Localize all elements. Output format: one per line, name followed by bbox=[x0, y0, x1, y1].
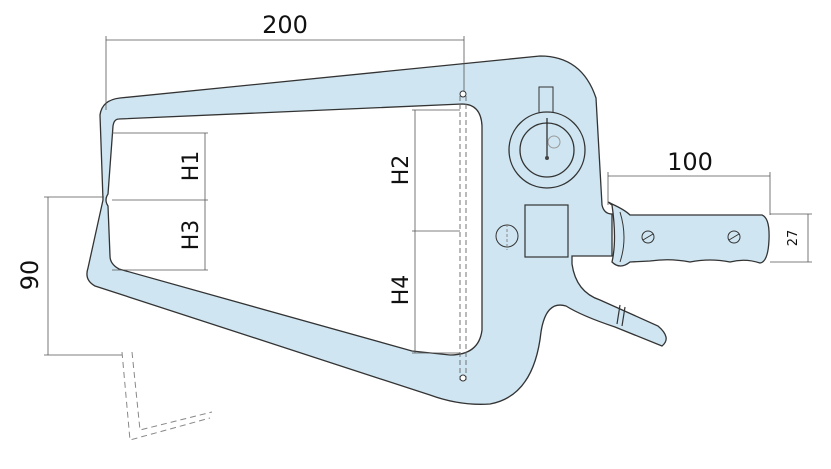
jaw-opening bbox=[105, 103, 483, 356]
dim-handle-length: 100 bbox=[667, 148, 713, 176]
label-h1: H1 bbox=[179, 151, 204, 182]
dim-tip-height: 90 bbox=[16, 260, 44, 291]
dial-subdial bbox=[547, 135, 561, 149]
rod-top-tip bbox=[459, 90, 467, 98]
dimension-lines bbox=[44, 36, 812, 356]
dim-handle-width: 27 bbox=[786, 230, 801, 247]
trigger-band bbox=[616, 304, 626, 327]
screw-icon bbox=[641, 230, 655, 244]
ghost-arm-outline bbox=[121, 351, 213, 441]
measuring-rod bbox=[459, 96, 467, 380]
screw-icon bbox=[727, 230, 741, 244]
label-h2: H2 bbox=[389, 155, 414, 186]
label-h4: H4 bbox=[389, 275, 414, 306]
pivot-block bbox=[524, 204, 569, 258]
label-h3: H3 bbox=[179, 220, 204, 251]
handle-guard bbox=[619, 211, 625, 263]
handle bbox=[607, 201, 770, 267]
dim-overall-length: 200 bbox=[262, 11, 308, 39]
dial-stem bbox=[538, 86, 554, 116]
rod-bottom-tip bbox=[459, 374, 467, 382]
dial-pivot bbox=[545, 156, 549, 160]
